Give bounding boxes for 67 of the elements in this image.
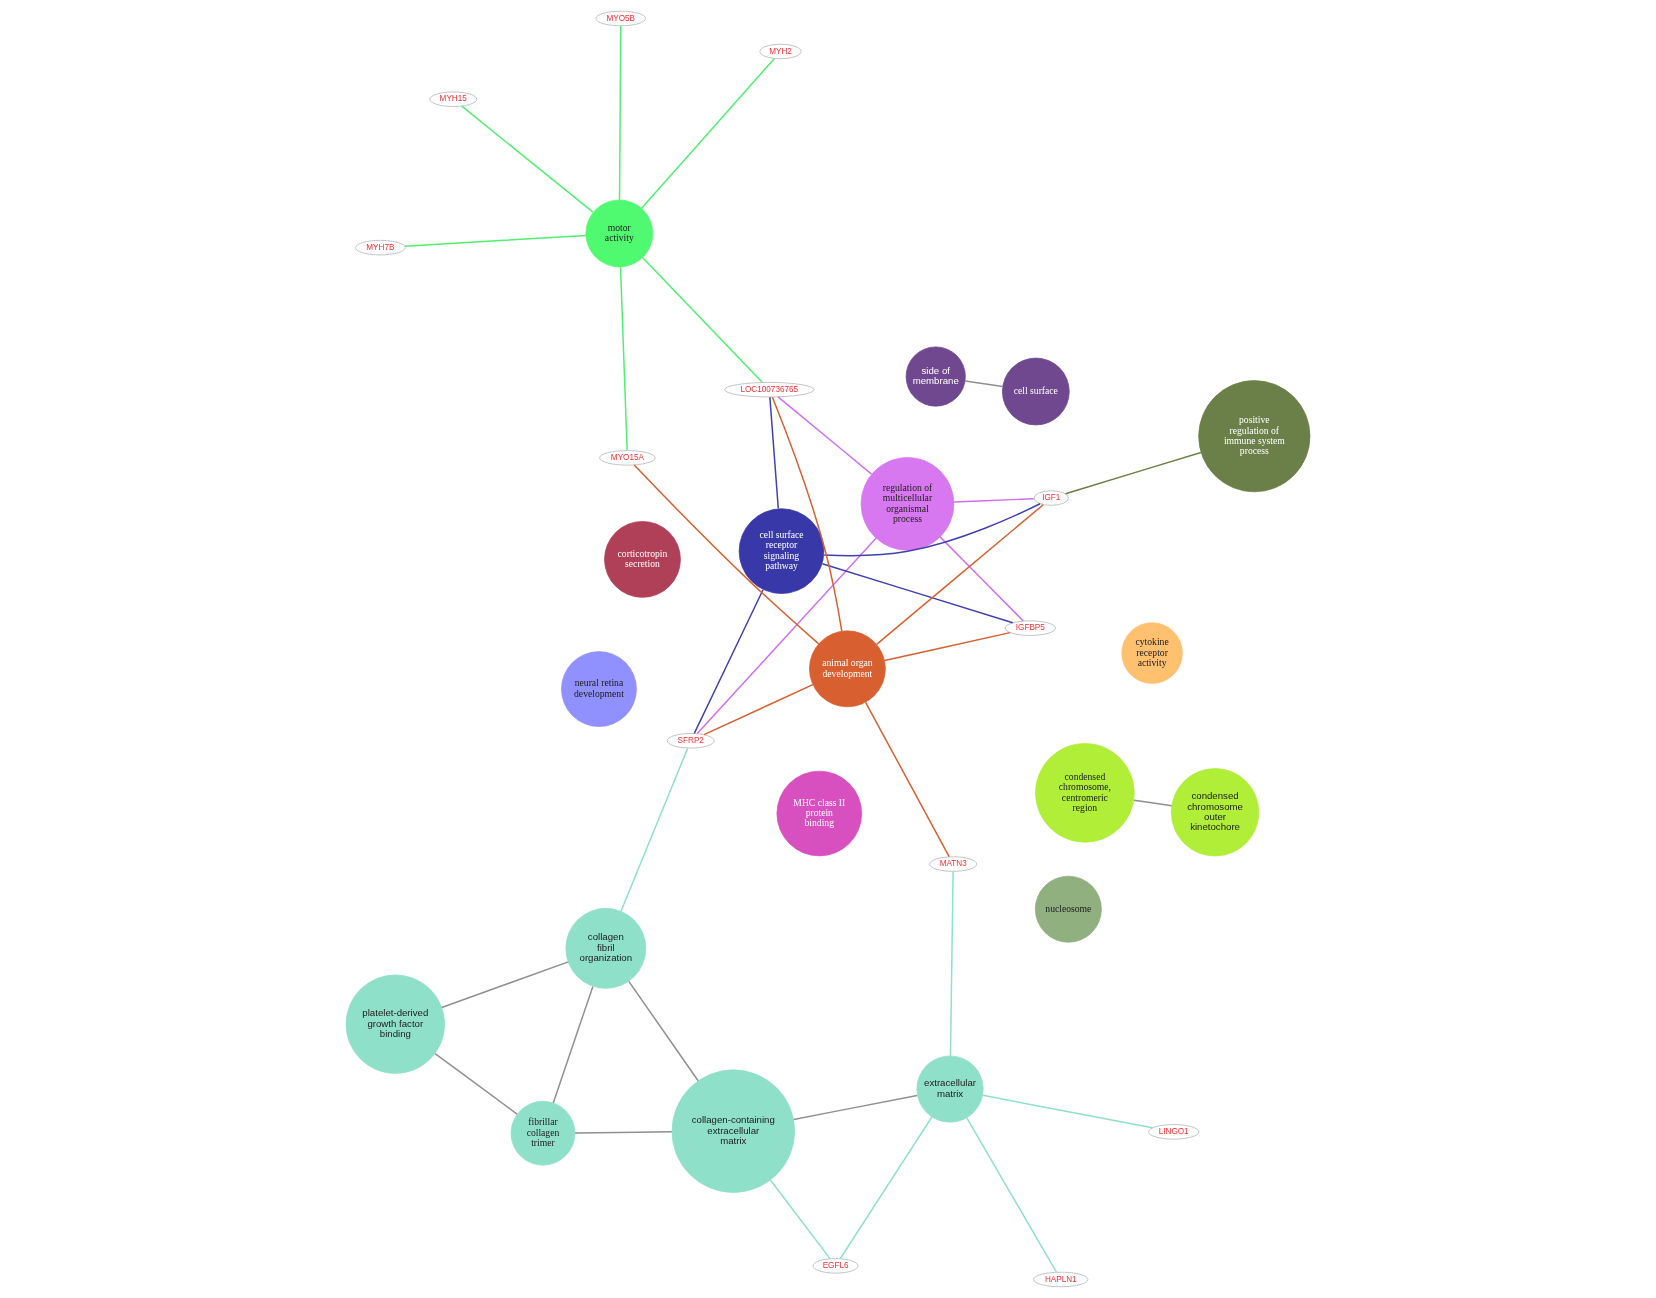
node-ellipse: IGF1 (1033, 490, 1069, 506)
node-circle: condensed chromosome, centromeric region (1035, 743, 1135, 843)
connector (552, 985, 594, 1104)
connector (964, 380, 1004, 388)
connector (628, 980, 699, 1082)
connector (769, 1179, 831, 1260)
node-ellipse: SFRP2 (666, 733, 715, 749)
connector (864, 701, 950, 858)
connector (461, 105, 594, 213)
node-ellipse: MYO5B (595, 10, 647, 27)
connector (839, 1116, 933, 1260)
connector (953, 498, 1035, 503)
connector (875, 503, 1044, 646)
node-ellipse: LINGO1 (1148, 1124, 1200, 1140)
node-circle: cell surface receptor signaling pathway (738, 508, 825, 594)
node-ellipse: MYH7B (355, 240, 406, 256)
connector (633, 464, 820, 645)
connector (620, 747, 689, 912)
connector (771, 396, 843, 633)
node-circle: condensed chromosome outer kinetochore (1170, 768, 1260, 857)
connector (982, 1094, 1154, 1129)
connector (823, 503, 1041, 557)
connector (703, 683, 814, 736)
connector (434, 1052, 518, 1115)
connector (441, 961, 569, 1009)
connector (619, 266, 628, 452)
node-ellipse: MYO15A (599, 450, 656, 466)
connector (1133, 799, 1173, 807)
connector (618, 25, 622, 201)
node-ellipse: IGFBP5 (1004, 620, 1056, 636)
node-circle: fibrillar collagen trimer (510, 1100, 576, 1166)
node-ellipse: HAPLN1 (1033, 1271, 1089, 1288)
connector (640, 57, 775, 210)
connector (821, 563, 1014, 624)
connector (574, 1131, 673, 1134)
node-circle: animal organ development (809, 630, 886, 708)
node-circle: corticotropin secretion (604, 521, 681, 598)
node-ellipse: MYH15 (429, 91, 478, 107)
connector (404, 234, 587, 247)
node-circle: collagen fibril organization (565, 908, 647, 989)
node-ellipse: EGFL6 (812, 1258, 859, 1274)
connector (777, 396, 873, 475)
node-circle: cell surface (1002, 357, 1070, 426)
node-circle: side of membrane (905, 346, 966, 407)
node-circle: neural retina development (561, 651, 637, 727)
node-circle: motor activity (585, 199, 654, 268)
connector (966, 1117, 1058, 1273)
connector (949, 870, 954, 1057)
node-circle: MHC class II protein binding (776, 770, 863, 857)
connector (769, 396, 780, 510)
node-circle: collagen-containing extracellular matrix (671, 1069, 795, 1193)
node-circle: cytokine receptor activity (1121, 622, 1183, 684)
connector (883, 631, 1011, 662)
node-ellipse: MATN3 (929, 856, 978, 872)
node-ellipse: LOC100736765 (724, 382, 815, 398)
node-circle: regulation of multicellular organismal process (860, 457, 955, 551)
connector (693, 589, 764, 735)
node-circle: extracellular matrix (916, 1055, 984, 1123)
connector (696, 537, 877, 735)
connector (642, 257, 763, 383)
connector (792, 1094, 918, 1121)
node-circle: nucleosome (1034, 875, 1102, 943)
node-circle: platelet-derived growth factor binding (345, 974, 445, 1074)
node-circle: positive regulation of immune system process (1198, 380, 1311, 493)
connector (939, 536, 1024, 622)
node-ellipse: MYH2 (759, 43, 802, 60)
connector (1064, 451, 1202, 495)
